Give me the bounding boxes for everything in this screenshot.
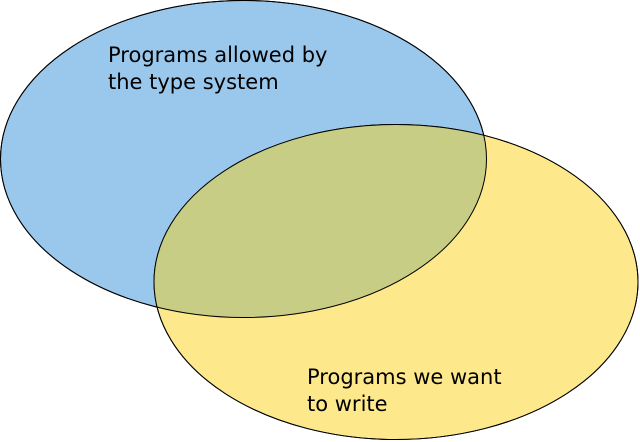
type-system-label-line-2: the type system <box>108 70 279 94</box>
want-to-write-label-line-1: Programs we want <box>307 365 502 389</box>
type-system-outline <box>0 0 487 318</box>
type-system-label-line-1: Programs allowed by <box>108 43 327 67</box>
want-to-write-label: Programs we want to write <box>307 365 508 416</box>
want-to-write-outline <box>153 124 639 440</box>
type-system-label: Programs allowed by the type system <box>108 43 334 94</box>
want-to-write-label-line-2: to write <box>307 392 388 416</box>
